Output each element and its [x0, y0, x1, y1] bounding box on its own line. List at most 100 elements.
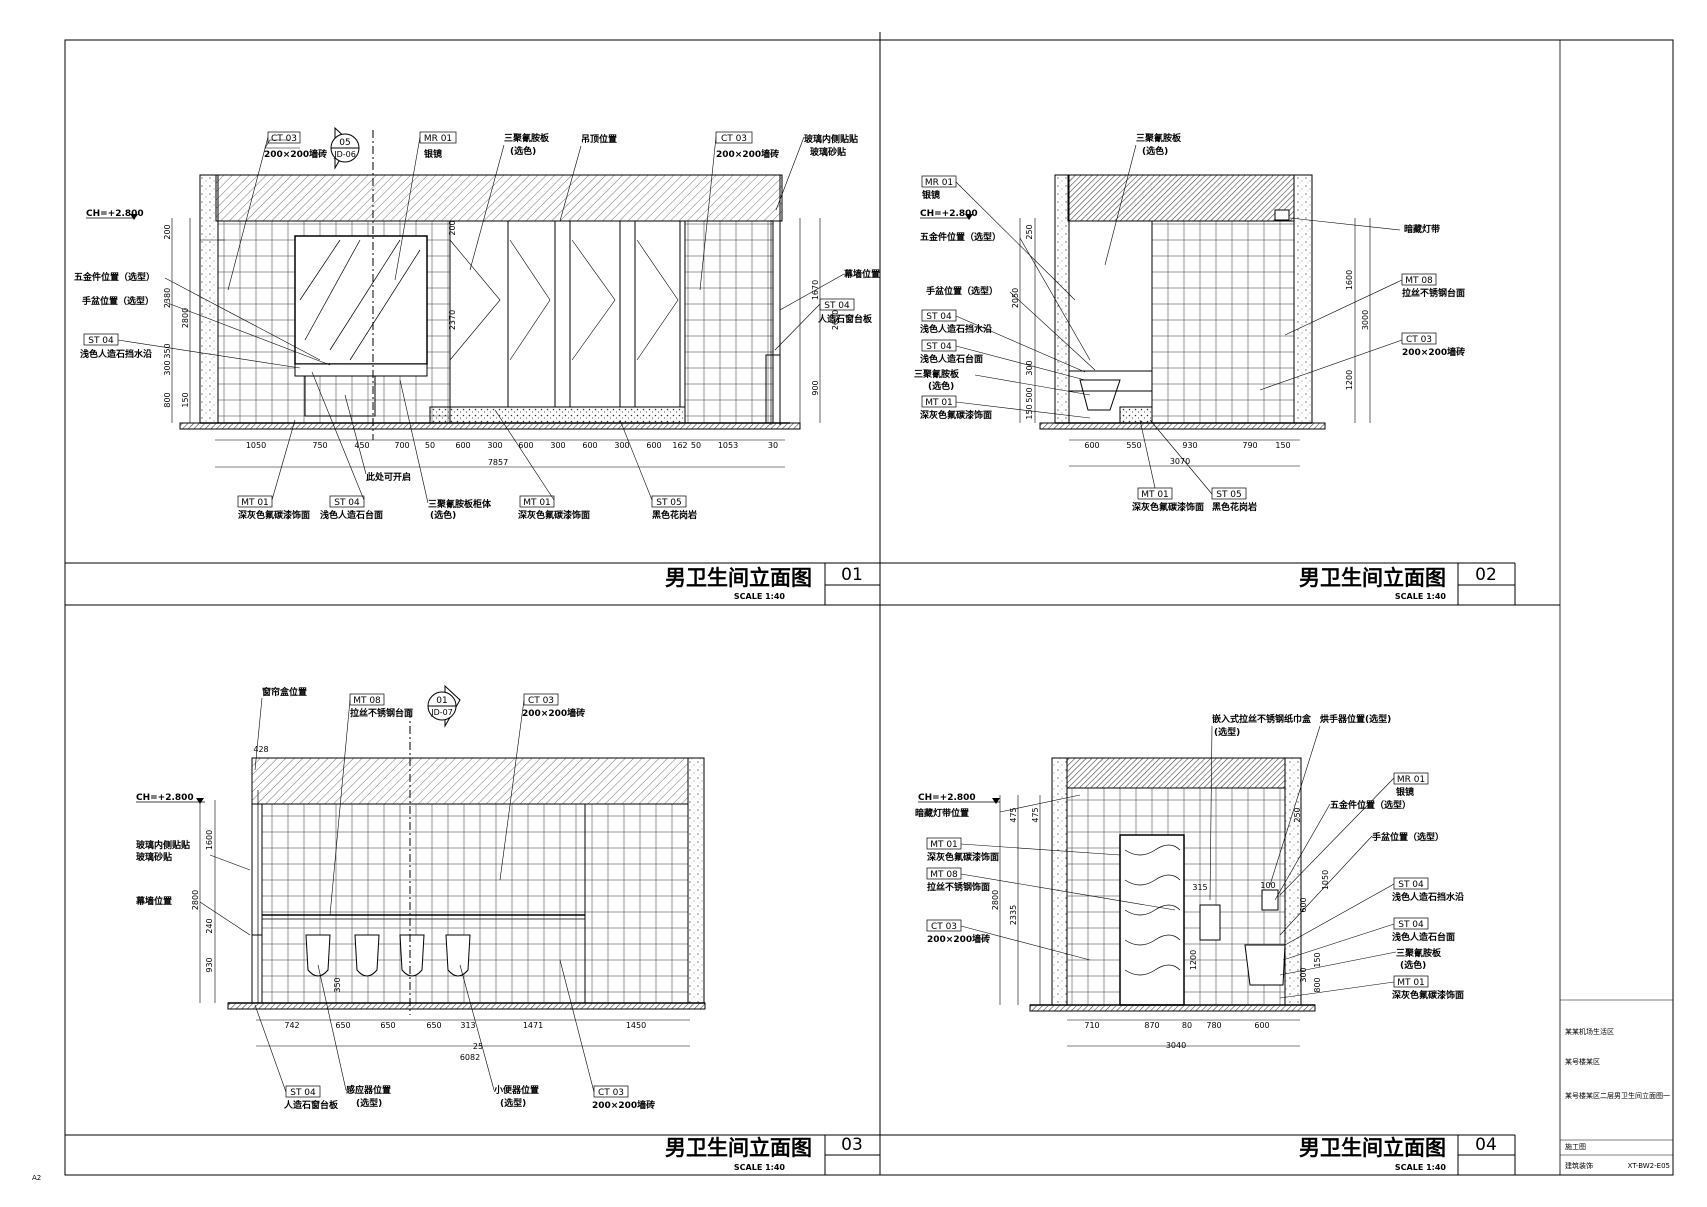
views-2-dims-5-text: 1471 — [523, 1021, 543, 1030]
views-0-vdims-7-text: 900 — [811, 380, 820, 395]
views-0-vdims-1-text: 2380 — [163, 288, 172, 308]
views-3-callouts-1-text-text: (选型) — [1214, 726, 1240, 738]
views-1-vdims-4-text: 150 — [1025, 404, 1034, 419]
titlebar-03: 男卫生间立面图 SCALE 1:40 03 — [65, 1134, 880, 1175]
drawing-rect — [349, 693, 385, 706]
drawing-line — [254, 697, 263, 771]
drawing-line — [974, 374, 1091, 396]
drawing-path — [305, 934, 331, 977]
views-3-vdims-9-text: 100 — [1260, 881, 1275, 890]
views-2-overall-text: 6082 — [460, 1053, 480, 1062]
views-1-vdims-3-text: 500 — [1025, 387, 1034, 402]
drawing-line — [494, 409, 555, 501]
views-0-vdims-6-text: 2600 — [831, 310, 840, 330]
drawing-path — [1079, 379, 1121, 411]
drawing-line — [1282, 923, 1395, 961]
views-0-vdims-9-text: 200 — [448, 220, 457, 235]
views-0-vdims-0-text: 200 — [163, 224, 172, 239]
view-title-01: 男卫生间立面图 — [665, 566, 812, 590]
vdims-04: 475 475 2800 2335 315 1200 250 1050 600 … — [991, 807, 1330, 992]
drawing-rect — [251, 934, 263, 1004]
drawing-rect — [429, 406, 686, 424]
dims-02: 600 550 930 790 150 3070 — [1084, 441, 1290, 466]
drawing-rect — [83, 333, 119, 346]
views-1-overall-text: 3070 — [1170, 457, 1190, 466]
drawing-g — [960, 725, 1397, 999]
views-0-callouts-19-text-text: 黑色花岗岩 — [652, 509, 697, 521]
drawing-line — [619, 419, 653, 501]
drawing-line — [1289, 217, 1401, 231]
drawing-line — [1269, 725, 1321, 886]
views-3-callouts-0-text-text: 嵌入式拉丝不锈钢纸巾盒 — [1212, 713, 1312, 725]
views-1-dims-4-text: 150 — [1275, 441, 1290, 450]
drawing-g — [199, 697, 595, 1093]
drawing-polyline — [509, 239, 551, 361]
drawing-rect — [1039, 422, 1326, 430]
views-1-callouts-4-text-text: 暗藏灯带 — [1404, 223, 1440, 235]
views-3-callouts-11-code-text: ST 04 — [1398, 920, 1424, 930]
ceiling-02: CH=+2.800 — [920, 209, 978, 219]
drawing-polyline — [449, 239, 501, 361]
views-0-callouts-1-text-text: 银镜 — [424, 148, 442, 160]
views-3-callouts-4-code-text: MR 01 — [1397, 775, 1425, 785]
views-2-callouts-10-text-text: (选型) — [500, 1097, 526, 1109]
drawing-line — [227, 136, 269, 291]
drawing-number: XT-BW2-E05 — [1628, 1162, 1670, 1170]
drawing-line — [117, 339, 301, 369]
drawing-rect — [1393, 975, 1429, 988]
drawing-rect — [684, 220, 774, 424]
views-0-vdims-2-text: 300 — [163, 360, 172, 375]
views-1-dims-3-text: 790 — [1242, 441, 1257, 450]
drawing-line — [699, 136, 717, 291]
views-0-dims-13-text: 50 — [691, 441, 701, 450]
views-3-vdims-5-text: 1200 — [1189, 950, 1198, 970]
drawing-rect — [1393, 772, 1429, 785]
views-1-dims-1-text: 550 — [1126, 441, 1141, 450]
drawing-line — [299, 239, 341, 301]
views-0-overall-text: 7857 — [488, 458, 508, 467]
drawing-line — [311, 371, 365, 501]
outer-frame — [64, 39, 1674, 1176]
views-1-callouts-11-text-text: (选色) — [928, 380, 954, 392]
drawing-rect — [651, 495, 687, 508]
views-1-callouts-7-code-text: ST 04 — [926, 312, 952, 322]
section-mark-ref: JD-07 — [430, 708, 453, 717]
views-0-dims-10-text: 300 — [614, 441, 629, 450]
views-3-callouts-6-text-text: 深灰色氟碳漆饰面 — [927, 851, 999, 863]
section-mark-num: 01 — [436, 696, 447, 706]
views-0-vdims-11-text: 150 — [181, 392, 190, 407]
drawing-line — [499, 699, 525, 881]
views-2-callouts-6-code-text: ST 04 — [290, 1088, 316, 1098]
drawing-line — [394, 136, 421, 281]
drawing-path — [1124, 844, 1181, 976]
sheet-info-lines-3-text: 施工图 — [1565, 1142, 1586, 1151]
drawing-rect — [1199, 904, 1221, 941]
view-scale-03: SCALE 1:40 — [734, 1163, 786, 1172]
drawing-rect — [179, 422, 801, 430]
drawing-line — [254, 1004, 287, 1093]
drawing-rect — [304, 375, 376, 417]
views-0-callouts-14-code-text: MT 01 — [241, 498, 269, 508]
views-3-callouts-8-text-text: 拉丝不锈钢饰面 — [927, 881, 990, 893]
views-0-dims-7-text: 600 — [518, 441, 533, 450]
drawing-rect — [921, 175, 957, 188]
views-0-callouts-13-text-text: 此处可开启 — [366, 471, 411, 483]
drawing-rect — [519, 495, 555, 508]
views-0-callouts-16-text-text: 三聚氰胺板柜体 — [428, 498, 492, 510]
views-1-vdims-5-text: 1600 — [1345, 270, 1354, 290]
views-2-callouts-1-code-text: MT 08 — [353, 696, 381, 706]
views-1-vdims-6-text: 3000 — [1361, 310, 1370, 330]
views-0-callouts-10-code-text: ST 04 — [88, 336, 114, 346]
views-2-callouts-8-text-text: (选型) — [356, 1097, 382, 1109]
views-3-vdims-12-text: 800 — [1313, 977, 1322, 992]
views-1-vdims-0-text: 250 — [1025, 224, 1034, 239]
views-1-callouts-7-text-text: 浅色人造石挡水沿 — [920, 323, 992, 335]
drawing-rect — [1054, 174, 1070, 424]
views-1-callouts-0-text-text: 三聚氰胺板 — [1136, 132, 1182, 144]
views-2-callouts-2-code-text: CT 03 — [528, 696, 554, 706]
views-3-vdims-8-text: 600 — [1299, 897, 1308, 912]
drawing-line — [999, 794, 1081, 813]
drawing-line — [317, 964, 347, 1091]
drawing-line — [1279, 835, 1373, 936]
drawing-line — [775, 136, 805, 211]
